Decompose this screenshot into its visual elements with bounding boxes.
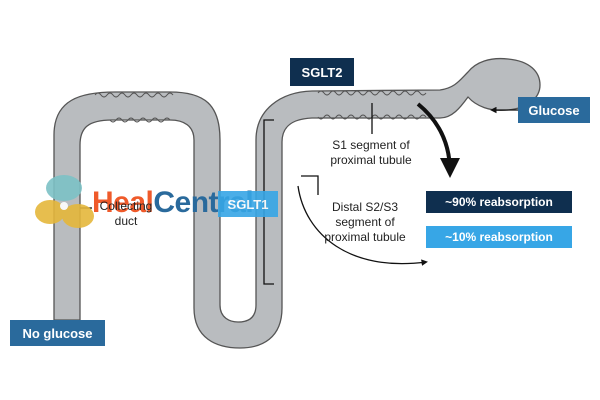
watermark-logo-icon: [35, 175, 94, 228]
brush-border-top-right: [317, 90, 427, 96]
s1-segment-label: S1 segment of proximal tubule: [330, 138, 412, 167]
reabsorption-90-label: ~90% reabsorption: [426, 191, 572, 213]
sglt1-label: SGLT1: [218, 191, 278, 217]
brush-border-top-left: [94, 92, 174, 98]
brush-border-bottom-left: [109, 117, 171, 123]
glucose-label: Glucose: [518, 97, 590, 123]
collecting-duct-label: Collecting duct: [99, 199, 153, 228]
arrow-90-reabsorption: [416, 102, 460, 178]
distal-pointer-line: [301, 175, 319, 195]
sglt2-label: SGLT2: [290, 58, 354, 86]
nephron-tubule: [53, 57, 541, 349]
no-glucose-label: No glucose: [10, 320, 105, 346]
reabsorption-10-label: ~10% reabsorption: [426, 226, 572, 248]
arrow-10-reabsorption: [297, 185, 428, 266]
distal-segment-label: Distal S2/S3 segment of proximal tubule: [324, 200, 406, 244]
watermark-text-a: Heal: [92, 186, 154, 219]
